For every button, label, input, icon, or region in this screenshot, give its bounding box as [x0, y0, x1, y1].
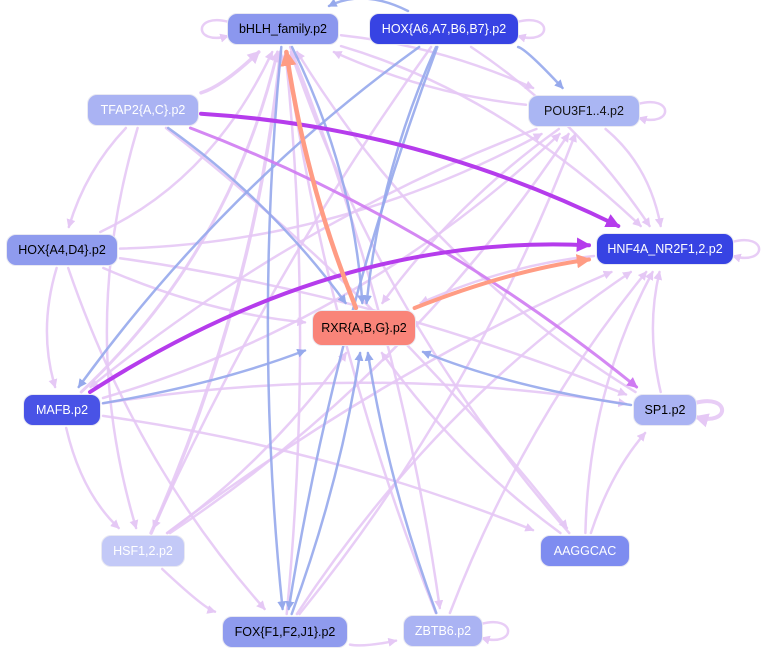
edge-bhlh-fox	[266, 45, 287, 611]
edge-fox-zbtb6	[348, 637, 398, 647]
edge-sp1-rxr	[421, 350, 633, 407]
edge-hoxa4-mafb	[45, 266, 58, 389]
self-loop-sp1	[693, 399, 724, 428]
edge-bhlh-pou3f1	[339, 33, 535, 90]
edge-hoxa67-bhlh	[327, 0, 410, 13]
node-hoxa67[interactable]: HOX{A6,A7,B6,B7}.p2	[369, 13, 519, 45]
node-hoxa4[interactable]: HOX{A4,D4}.p2	[6, 234, 118, 266]
edge-hnf4a-rxr	[419, 254, 596, 305]
node-aaggcac[interactable]: AAGGCAC	[540, 535, 630, 567]
edge-fox-pou3f1	[298, 132, 577, 616]
edge-hsf1-fox	[160, 567, 217, 614]
node-hnf4a[interactable]: HNF4A_NR2F1,2.p2	[596, 233, 734, 265]
edge-zbtb6-hnf4a	[448, 270, 648, 615]
edge-pou3f1-mafb	[89, 127, 538, 389]
edge-tfap2-bhlh	[199, 50, 261, 95]
edge-pou3f1-bhlh	[332, 50, 528, 107]
edge-hoxa67-hsf1	[152, 45, 433, 530]
edge-tfap2-sp1	[188, 126, 639, 389]
edge-hoxa67-rxr	[362, 45, 438, 305]
edge-mafb-bhlh	[79, 50, 281, 394]
edge-sp1-hnf4a	[651, 270, 663, 394]
edge-tfap2-hsf1	[105, 126, 139, 530]
edge-mafb-rxr	[101, 349, 307, 405]
edge-hoxa4-bhlh	[99, 50, 274, 234]
edge-rxr-bhlh	[280, 49, 359, 311]
edge-mafb-aaggcac	[101, 414, 535, 532]
self-loop-zbtb6	[480, 621, 510, 645]
edge-mafb-hnf4a	[88, 237, 592, 394]
node-rxr[interactable]: RXR{A,B,G}.p2	[312, 310, 416, 346]
edge-tfap2-hoxa4	[66, 126, 128, 229]
self-loop-hoxa67	[516, 19, 546, 43]
edge-mafb-hsf1	[64, 426, 120, 530]
edge-pou3f1-rxr	[381, 127, 561, 305]
node-pou3f1[interactable]: POU3F1..4.p2	[528, 95, 640, 127]
node-bhlh[interactable]: bHLH_family.p2	[227, 13, 339, 45]
edge-hoxa67-pou3f1	[516, 45, 564, 90]
node-hsf1[interactable]: HSF1,2.p2	[101, 535, 185, 567]
edge-rxr-hnf4a	[412, 254, 592, 310]
edge-hoxa67-mafb	[77, 45, 421, 389]
edge-hoxa4-pou3f1	[118, 132, 543, 250]
node-sp1[interactable]: SP1.p2	[633, 394, 697, 426]
edge-hoxa4-fox	[66, 266, 266, 611]
edge-hsf1-pou3f1	[168, 132, 570, 535]
edge-bhlh-hnf4a	[339, 44, 642, 228]
edge-hsf1-hnf4a	[165, 270, 613, 535]
node-fox[interactable]: FOX{F1,F2,J1}.p2	[222, 616, 348, 648]
edge-aaggcac-hnf4a	[584, 270, 654, 535]
edge-aaggcac-sp1	[589, 431, 647, 535]
edge-fox-rxr	[290, 351, 364, 616]
edge-fox-hnf4a	[295, 270, 633, 616]
self-loop-hnf4a	[731, 239, 761, 263]
node-mafb[interactable]: MAFB.p2	[23, 394, 101, 426]
edge-pou3f1-hnf4a	[604, 127, 664, 228]
edge-fox-bhlh	[281, 50, 302, 616]
edge-mafb-sp1	[101, 381, 628, 408]
node-zbtb6[interactable]: ZBTB6.p2	[403, 615, 483, 647]
node-tfap2[interactable]: TFAP2{A,C}.p2	[87, 94, 199, 126]
edge-hoxa4-rxr	[102, 266, 307, 327]
edge-tfap2-hnf4a	[199, 111, 621, 228]
edge-zbtb6-rxr	[364, 351, 438, 615]
self-loop-pou3f1	[637, 101, 667, 125]
self-loop-bhlh	[200, 19, 230, 43]
edge-sp1-bhlh	[295, 50, 637, 394]
